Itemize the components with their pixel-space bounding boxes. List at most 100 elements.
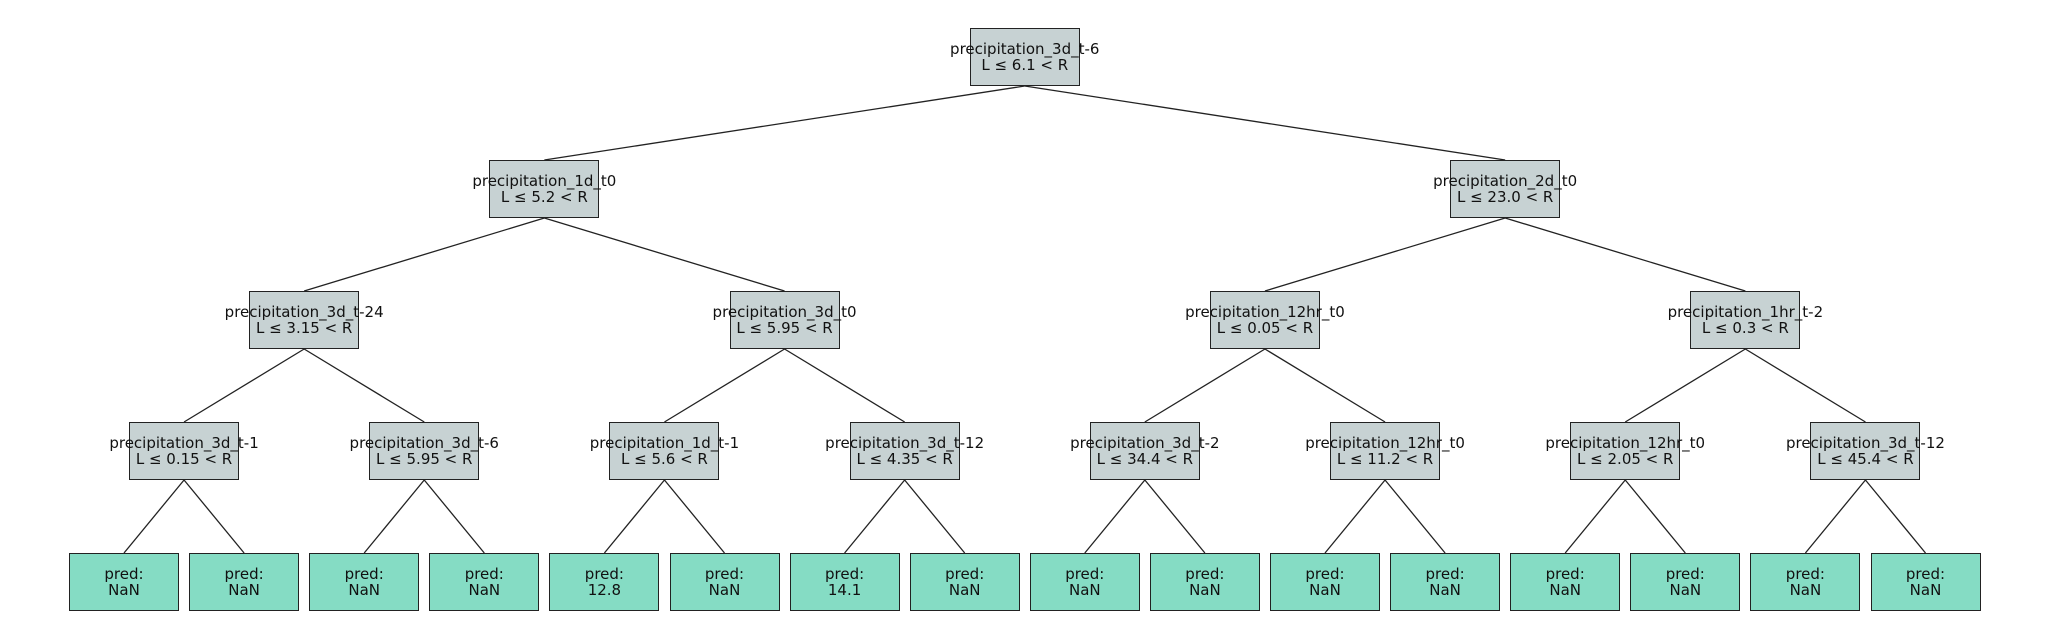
leaf-node: pred:NaN: [1390, 553, 1501, 611]
tree-edge: [183, 348, 305, 423]
split-feature: precipitation_1hr_t-2: [1667, 303, 1824, 321]
split-feature: precipitation_1d_t0: [472, 172, 617, 190]
leaf-label: pred:: [584, 565, 624, 583]
tree-edge: [664, 348, 785, 423]
leaf-value: NaN: [1909, 581, 1942, 599]
split-rule: L ≤ 23.0 < R: [1456, 188, 1554, 206]
leaf-label: pred:: [945, 565, 985, 583]
tree-edge: [1624, 348, 1746, 423]
leaf-label: pred:: [1425, 565, 1465, 583]
leaf-value: NaN: [1429, 581, 1461, 599]
tree-edge: [1504, 217, 1746, 292]
split-rule: L ≤ 5.95 < R: [736, 319, 833, 337]
tree-edge: [1144, 479, 1206, 554]
leaf-node: pred:NaN: [669, 553, 780, 611]
split-rule: L ≤ 5.95 < R: [376, 450, 473, 468]
tree-edge: [1564, 479, 1626, 554]
tree-edge: [423, 479, 485, 554]
split-feature: precipitation_12hr_t0: [1545, 434, 1706, 452]
split-rule: L ≤ 0.3 < R: [1701, 319, 1789, 337]
tree-edge: [784, 348, 905, 423]
split-feature: precipitation_3d_t-6: [950, 40, 1100, 58]
split-rule: L ≤ 5.6 < R: [621, 450, 708, 468]
leaf-node: pred:14.1: [789, 553, 900, 611]
tree-edge: [363, 479, 425, 554]
leaf-node: pred:NaN: [429, 553, 540, 611]
leaf-node: pred:NaN: [1510, 553, 1621, 611]
split-rule: L ≤ 0.05 < R: [1216, 319, 1314, 337]
leaf-node: pred:NaN: [69, 553, 179, 611]
tree-edge: [1745, 348, 1866, 423]
tree-edge: [904, 479, 966, 554]
leaf-label: pred:: [1185, 565, 1225, 583]
leaf-value: NaN: [108, 581, 140, 599]
tree-edge: [603, 479, 665, 554]
split-rule: L ≤ 0.15 < R: [135, 450, 233, 468]
split-rule: L ≤ 45.4 < R: [1817, 450, 1914, 468]
leaf-node: pred:NaN: [189, 553, 300, 611]
leaf-label: pred:: [1905, 565, 1946, 583]
split-feature: precipitation_3d_t-2: [1070, 434, 1220, 452]
tree-edge: [1264, 348, 1386, 423]
leaf-label: pred:: [344, 565, 384, 583]
leaf-label: pred:: [1065, 565, 1105, 583]
tree-edge: [183, 479, 245, 554]
tree-edge: [123, 479, 185, 554]
split-feature: precipitation_3d_t-24: [224, 303, 384, 321]
leaf-label: pred:: [825, 565, 865, 583]
split-rule: L ≤ 5.2 < R: [500, 188, 588, 206]
split-feature: precipitation_3d_t0: [712, 303, 857, 321]
split-rule: L ≤ 11.2 < R: [1336, 450, 1434, 468]
leaf-node: pred:NaN: [1870, 553, 1981, 611]
leaf-value: 14.1: [827, 581, 862, 599]
leaf-node: pred:NaN: [309, 553, 420, 611]
tree-edge: [844, 479, 906, 554]
split-feature: precipitation_3d_t-6: [349, 434, 499, 452]
leaf-label: pred:: [1785, 565, 1825, 583]
leaf-value: NaN: [468, 581, 501, 599]
leaf-value: NaN: [1669, 581, 1702, 599]
split-rule: L ≤ 6.1 < R: [981, 56, 1069, 74]
leaf-value: NaN: [708, 581, 741, 599]
leaf-value: NaN: [228, 581, 260, 599]
tree-edge: [544, 85, 1025, 161]
tree-edge: [1324, 479, 1386, 554]
tree-edge: [663, 479, 726, 554]
split-rule: L ≤ 34.4 < R: [1096, 450, 1194, 468]
tree-edge: [1624, 479, 1686, 554]
leaf-label: pred:: [1545, 565, 1585, 583]
tree-edge: [544, 217, 785, 292]
leaf-value: NaN: [948, 581, 981, 599]
leaf-node: pred:NaN: [1029, 553, 1140, 611]
split-feature: precipitation_12hr_t0: [1305, 434, 1465, 452]
leaf-label: pred:: [224, 565, 264, 583]
leaf-label: pred:: [1665, 565, 1705, 583]
split-rule: L ≤ 2.05 < R: [1577, 450, 1674, 468]
tree-edge: [1264, 217, 1506, 292]
leaf-label: pred:: [464, 565, 504, 583]
split-feature: precipitation_2d_t0: [1433, 172, 1578, 190]
split-feature: precipitation_12hr_t0: [1185, 303, 1345, 321]
leaf-value: 12.8: [587, 581, 622, 599]
tree-edge: [1144, 348, 1266, 423]
tree-edge: [303, 348, 425, 423]
leaf-node: pred:12.8: [549, 553, 660, 611]
leaf-node: pred:NaN: [1270, 553, 1380, 611]
leaf-label: pred:: [704, 565, 745, 583]
tree-edge: [1804, 479, 1866, 554]
leaf-label: pred:: [1305, 565, 1345, 583]
